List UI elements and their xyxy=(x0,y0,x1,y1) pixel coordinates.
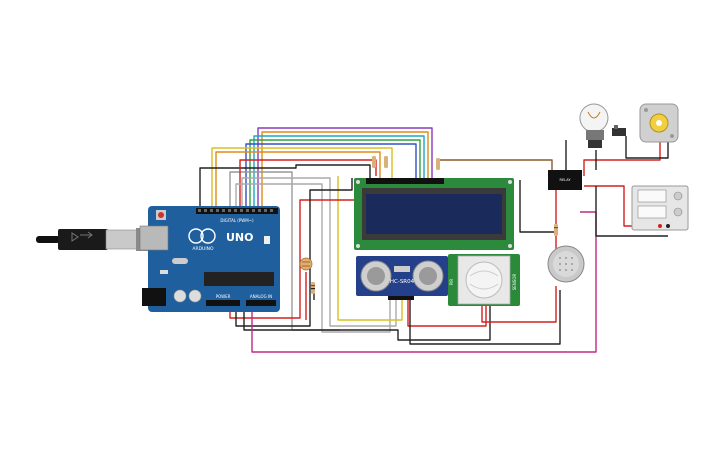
arduino-logo-icon xyxy=(188,228,204,244)
arduino-uno-board[interactable]: DIGITAL (PWM~) UNO ARDUINO POWER ANALOG … xyxy=(139,206,280,312)
wire-red-lcd[interactable] xyxy=(239,159,377,210)
lcd-resistors[interactable] xyxy=(372,156,440,170)
ldr-resistor[interactable] xyxy=(311,282,315,294)
wire-black-power[interactable] xyxy=(235,178,353,327)
relay[interactable]: RELAY xyxy=(548,170,582,190)
wire-green-top[interactable] xyxy=(249,139,421,210)
wire-red-pir[interactable] xyxy=(407,300,487,327)
digital-header-label: DIGITAL (PWM~) xyxy=(220,218,254,223)
wire-black-pir[interactable] xyxy=(409,290,561,345)
analog-header[interactable] xyxy=(246,300,276,306)
ultrasonic-sensor[interactable]: HC-SR04 xyxy=(356,256,448,300)
wire-purple-top[interactable] xyxy=(257,127,433,210)
wire-magenta[interactable] xyxy=(251,211,597,353)
pir-label-left: PIR xyxy=(449,279,454,286)
power-supply[interactable] xyxy=(631,185,689,231)
wire-red-lamp[interactable] xyxy=(583,142,661,176)
lcd-pin-header[interactable] xyxy=(366,178,444,184)
relay-label: RELAY xyxy=(560,178,572,182)
pir-sensor[interactable]: PIR SENSOR xyxy=(448,254,520,306)
power-header[interactable] xyxy=(206,300,240,306)
wire-black-top[interactable] xyxy=(199,164,371,210)
light-bulb[interactable] xyxy=(579,103,609,148)
wire-black-meter[interactable] xyxy=(595,186,668,237)
wire-cyan-top[interactable] xyxy=(253,135,425,210)
piezo-buzzer[interactable] xyxy=(547,245,585,283)
analog-label: ANALOG IN xyxy=(250,294,272,299)
wire-yellow-us[interactable] xyxy=(337,176,403,321)
brand-label: ARDUINO xyxy=(192,246,214,252)
wire-gray-3[interactable] xyxy=(241,177,397,327)
atmega-chip xyxy=(204,272,274,286)
wire-black-power-2[interactable] xyxy=(243,306,491,341)
wire-brown-lcd[interactable] xyxy=(440,159,553,180)
slide-switch[interactable] xyxy=(612,125,626,136)
lcd-display[interactable] xyxy=(354,178,514,250)
wire-red-buzzer[interactable] xyxy=(481,286,557,323)
wire-black-relay[interactable] xyxy=(519,180,556,233)
power-label: POWER xyxy=(216,294,231,299)
photoresistor[interactable] xyxy=(299,257,313,271)
dc-motor[interactable] xyxy=(639,103,679,143)
lcd-screen xyxy=(366,194,502,234)
wire-blue-top[interactable] xyxy=(245,143,417,210)
board-model-label: UNO xyxy=(226,231,254,244)
buzzer-resistor[interactable] xyxy=(554,224,558,236)
ultrasonic-label: HC-SR04 xyxy=(390,279,415,285)
pir-label-right: SENSOR xyxy=(512,274,517,291)
usb-cable[interactable] xyxy=(36,228,150,251)
wire-orange-top[interactable] xyxy=(261,131,429,210)
wire-black-motor[interactable] xyxy=(625,136,669,159)
wire-yellow-top[interactable] xyxy=(211,147,393,210)
wire-red-power[interactable] xyxy=(229,199,356,319)
wire-orange-2[interactable] xyxy=(215,151,381,210)
